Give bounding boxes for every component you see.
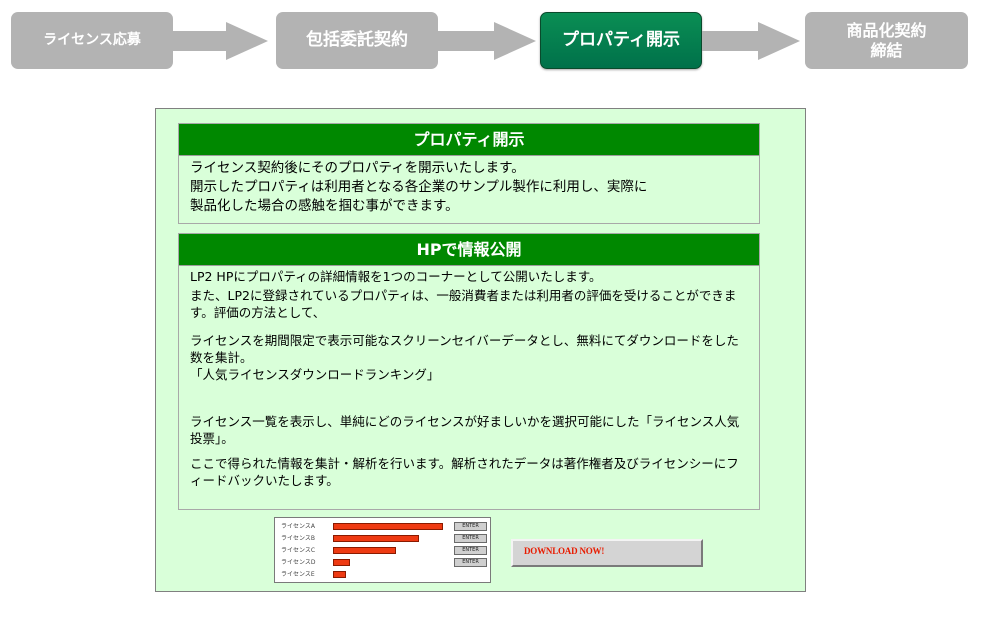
- download-now-button[interactable]: DOWNLOAD NOW!: [511, 539, 703, 567]
- step-property-disclosure: プロパティ開示: [540, 12, 702, 69]
- section-body: ライセンス契約後にそのプロパティを開示いたします。 開示したプロパティは利用者と…: [179, 156, 759, 216]
- text-line: 開示したプロパティは利用者となる各企業のサンプル製作に利用し、実際に: [190, 179, 648, 195]
- text-line: ライセンス契約後にそのプロパティを開示いたします。: [190, 160, 525, 176]
- ranking-label: ライセンスC: [281, 547, 316, 554]
- text-line: 製品化した場合の感触を掴む事ができます。: [190, 198, 459, 214]
- ranking-bar: [333, 523, 443, 530]
- section-title: HPで情報公開: [179, 234, 759, 266]
- step-label: 包括委託契約: [306, 30, 408, 51]
- section-property-disclosure: プロパティ開示 ライセンス契約後にそのプロパティを開示いたします。 開示したプロ…: [178, 123, 760, 224]
- ranking-bar: [333, 559, 350, 566]
- step-license-application: ライセンス応募: [11, 12, 173, 69]
- step-label: 商品化契約 締結: [846, 21, 927, 60]
- section-title: プロパティ開示: [179, 124, 759, 156]
- ranking-label: ライセンスA: [281, 523, 315, 530]
- content-panel: プロパティ開示 ライセンス契約後にそのプロパティを開示いたします。 開示したプロ…: [155, 108, 806, 592]
- text-paragraph: LP2 HPにプロパティの詳細情報を1つのコーナーとして公開いたします。: [190, 269, 602, 284]
- process-flow: ライセンス応募 包括委託契約 プロパティ開示 商品化契約 締結: [0, 0, 983, 80]
- ranking-enter-button[interactable]: ENTER: [454, 522, 487, 531]
- ranking-label: ライセンスD: [281, 559, 316, 566]
- text-paragraph: ここで得られた情報を集計・解析を行います。解析されたデータは著作権者及びライセン…: [190, 456, 739, 488]
- ranking-row: ライセンスB ENTER: [275, 533, 490, 544]
- download-label: DOWNLOAD NOW!: [524, 546, 605, 556]
- ranking-thumbnail: ライセンスA ENTER ライセンスB ENTER ライセンスC ENTER ライセンスD E…: [274, 517, 491, 583]
- ranking-row: ライセンスD ENTER: [275, 557, 490, 568]
- ranking-row: ライセンスC ENTER: [275, 545, 490, 556]
- ranking-enter-button[interactable]: ENTER: [454, 534, 487, 543]
- ranking-row: ライセンスE: [275, 569, 490, 580]
- ranking-label: ライセンスB: [281, 535, 315, 542]
- step-blanket-contract: 包括委託契約: [276, 12, 438, 69]
- step-label: ライセンス応募: [43, 32, 141, 49]
- ranking-label: ライセンスE: [281, 571, 315, 578]
- ranking-bar: [333, 571, 346, 578]
- text-paragraph: また、LP2に登録されているプロパティは、一般消費者または利用者の評価を受けるこ…: [190, 288, 737, 320]
- text-paragraph: ライセンス一覧を表示し、単純にどのライセンスが好ましいかを選択可能にした「ライセ…: [190, 414, 740, 446]
- section-body: LP2 HPにプロパティの詳細情報を1つのコーナーとして公開いたします。 また、…: [179, 266, 759, 489]
- text-paragraph: ライセンスを期間限定で表示可能なスクリーンセイバーデータとし、無料にてダウンロー…: [190, 333, 739, 365]
- ranking-bar: [333, 535, 419, 542]
- ranking-row: ライセンスA ENTER: [275, 521, 490, 532]
- arrow-right-icon: [438, 22, 536, 60]
- ranking-name: 「人気ライセンスダウンロードランキング」: [190, 367, 440, 382]
- ranking-bar: [333, 547, 396, 554]
- arrow-right-icon: [172, 22, 268, 60]
- ranking-enter-button[interactable]: ENTER: [454, 558, 487, 567]
- step-merchandising-contract: 商品化契約 締結: [805, 12, 968, 69]
- ranking-enter-button[interactable]: ENTER: [454, 546, 487, 555]
- section-hp-publication: HPで情報公開 LP2 HPにプロパティの詳細情報を1つのコーナーとして公開いた…: [178, 233, 760, 510]
- arrow-right-icon: [702, 22, 800, 60]
- step-label: プロパティ開示: [562, 30, 680, 51]
